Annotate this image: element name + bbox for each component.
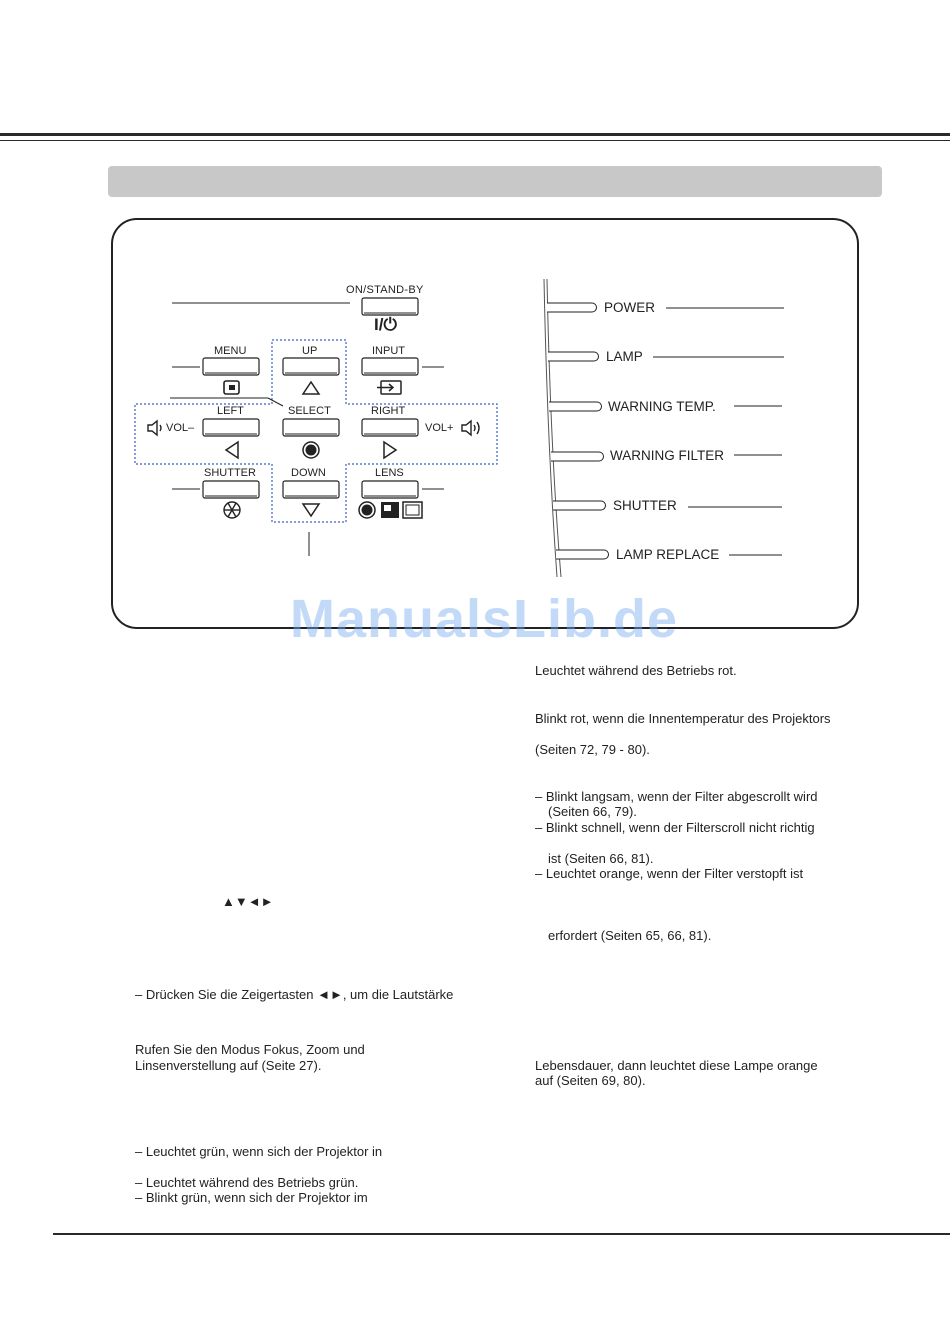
down-label: DOWN bbox=[291, 467, 326, 479]
filter-item2-pages: ist (Seiten 66, 81). bbox=[548, 851, 654, 866]
shutter-button bbox=[202, 480, 260, 499]
indicator-lamp-label: LAMP bbox=[606, 349, 643, 364]
left-button bbox=[202, 418, 260, 437]
lamp-replace-pages: auf (Seiten 69, 80). bbox=[535, 1073, 646, 1088]
menu-label: MENU bbox=[214, 345, 247, 357]
indicator-power-label: POWER bbox=[604, 300, 656, 315]
volume-instruction: – Drücken Sie die Zeigertasten ◄►, um di… bbox=[135, 987, 454, 1002]
top-rule bbox=[0, 133, 950, 136]
power-symbol-icon: I/⏻ bbox=[374, 315, 397, 334]
left-label: LEFT bbox=[217, 405, 244, 417]
power-led-item1: – Leuchtet grün, wenn sich der Projektor… bbox=[135, 1144, 383, 1159]
filter-item2: – Blinkt schnell, wenn der Filterscroll … bbox=[535, 820, 815, 835]
lamp-replace-indicator-lamp bbox=[556, 549, 609, 560]
vol-plus-label: VOL+ bbox=[425, 422, 454, 434]
lamp-led-description: Leuchtet während des Betriebs rot. bbox=[535, 663, 737, 678]
filter-item1: – Blinkt langsam, wenn der Filter abgesc… bbox=[535, 789, 818, 804]
up-arrow-icon bbox=[301, 380, 321, 395]
up-label: UP bbox=[302, 345, 318, 357]
indicator-warning-temp-label: WARNING TEMP. bbox=[608, 399, 716, 414]
indicator-lamp-replace-label: LAMP REPLACE bbox=[616, 547, 720, 562]
indicator-shutter-label: SHUTTER bbox=[613, 498, 677, 513]
lens-description-line2: Linsenverstellung auf (Seite 27). bbox=[135, 1058, 322, 1073]
right-arrow-icon bbox=[383, 440, 398, 460]
volume-minus-speaker-icon bbox=[147, 419, 162, 437]
warning-temp-indicator-lamp bbox=[549, 401, 602, 412]
down-button bbox=[282, 480, 340, 499]
power-led-item3: – Blinkt grün, wenn sich der Projektor i… bbox=[135, 1190, 368, 1205]
warning-filter-indicator-lamp bbox=[551, 451, 604, 462]
directional-pad-outline bbox=[134, 339, 498, 523]
volume-plus-speaker-icon bbox=[461, 419, 480, 437]
lamp-replace-description: Lebensdauer, dann leuchtet diese Lampe o… bbox=[535, 1058, 818, 1073]
filter-item3: – Leuchtet orange, wenn der Filter verst… bbox=[535, 866, 804, 881]
section-header-bar bbox=[108, 166, 882, 197]
on-standby-label: ON/STAND-BY bbox=[346, 284, 424, 296]
arrow-keys-symbols: ▲▼◄► bbox=[222, 894, 274, 909]
select-label: SELECT bbox=[288, 405, 331, 417]
select-circle-icon bbox=[302, 441, 320, 459]
lens-description-line1: Rufen Sie den Modus Fokus, Zoom und bbox=[135, 1042, 365, 1057]
watermark: ManualsLib.de bbox=[290, 589, 679, 649]
input-button bbox=[361, 357, 419, 376]
select-button bbox=[282, 418, 340, 437]
lens-label: LENS bbox=[375, 467, 404, 479]
vol-minus-label: VOL– bbox=[166, 422, 195, 434]
input-icon bbox=[377, 380, 402, 395]
shutter-indicator-lamp bbox=[553, 500, 606, 511]
top-rule-thin bbox=[0, 140, 950, 141]
lens-mode-icons bbox=[358, 501, 423, 519]
power-led-item2: – Leuchtet während des Betriebs grün. bbox=[135, 1175, 359, 1190]
indicator-warning-filter-label: WARNING FILTER bbox=[610, 448, 724, 463]
input-label: INPUT bbox=[372, 345, 405, 357]
right-label: RIGHT bbox=[371, 405, 406, 417]
filter-item3-pages: erfordert (Seiten 65, 66, 81). bbox=[548, 928, 712, 943]
filter-item1-pages: (Seiten 66, 79). bbox=[548, 804, 637, 819]
shutter-label: SHUTTER bbox=[204, 467, 256, 479]
bottom-rule bbox=[53, 1233, 950, 1235]
indicator-strip-edge bbox=[543, 278, 558, 578]
right-button bbox=[361, 418, 419, 437]
power-indicator-lamp bbox=[547, 302, 597, 313]
menu-button bbox=[202, 357, 260, 376]
left-arrow-icon bbox=[224, 440, 239, 460]
warning-temp-pages: (Seiten 72, 79 - 80). bbox=[535, 742, 650, 757]
diagram-panel bbox=[111, 218, 859, 629]
warning-temp-description: Blinkt rot, wenn die Innentemperatur des… bbox=[535, 711, 831, 726]
lens-button bbox=[361, 480, 419, 499]
lamp-indicator-lamp bbox=[548, 351, 599, 362]
shutter-aperture-icon bbox=[223, 501, 241, 519]
on-standby-button bbox=[361, 297, 419, 316]
up-button bbox=[282, 357, 340, 376]
down-arrow-icon bbox=[301, 503, 321, 518]
